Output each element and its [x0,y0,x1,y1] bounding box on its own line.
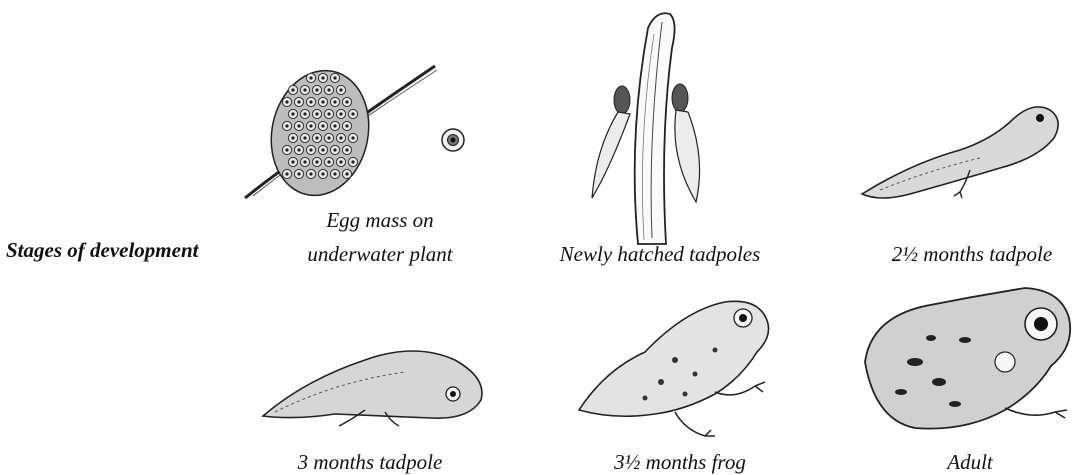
diagram-heading: Stages of development [6,238,198,262]
caption-egg-mass-line1: Egg mass on [290,208,470,232]
caption-frog-3-5-months: 3½ months frog [580,450,780,474]
caption-hatched-tadpoles: Newly hatched tadpoles [545,242,775,266]
frog-3-5-months-illustration [565,290,795,445]
hatched-tadpoles-illustration [578,8,728,246]
caption-tadpole-2-5-months: 2½ months tadpole [862,242,1082,266]
tadpole-2-5-months-illustration [850,90,1070,208]
tadpole-3-months-illustration [255,320,495,430]
caption-egg-mass-line2: underwater plant [290,242,470,266]
adult-frog-illustration [855,282,1080,447]
caption-tadpole-3-months: 3 months tadpole [270,450,470,474]
egg-mass-illustration [225,58,465,203]
caption-adult-frog: Adult [880,450,1060,474]
